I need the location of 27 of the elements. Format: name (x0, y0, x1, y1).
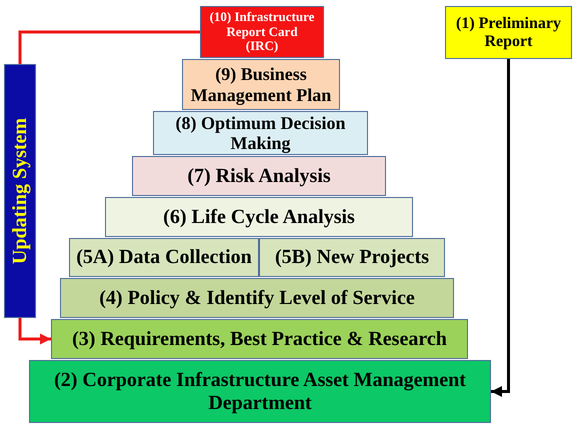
tier-label: (2) Corporate Infrastructure Asset Management Department (53, 369, 467, 414)
tier-box (105, 197, 413, 237)
tier-label: (6) Life Cycle Analysis (163, 206, 355, 228)
tier-label: (4) Policy & Identify Level of Service (99, 286, 415, 310)
tier-box (259, 238, 445, 277)
tier-label: (9) Business Management Plan (190, 64, 332, 105)
tier-label: (5A) Data Collection (76, 246, 252, 269)
tier-box (60, 278, 454, 318)
tier-label: (7) Risk Analysis (187, 164, 331, 188)
tier-box (29, 360, 491, 423)
tier-label: (10) Infrastructure Report Card (IRC) (210, 10, 314, 54)
tier-box (200, 6, 324, 58)
connector-arrow (18, 318, 51, 344)
tier-label: (5B) New Projects (274, 246, 429, 269)
tier-label: (3) Requirements, Best Practice & Research (72, 328, 447, 350)
connector-line (18, 30, 200, 64)
report-label: (1) Preliminary Report (454, 14, 562, 50)
connector-arrow (491, 59, 510, 397)
side-banner (4, 64, 36, 318)
tier-box (153, 111, 368, 155)
tier-box (69, 238, 259, 277)
tier-box (132, 156, 386, 196)
tier-label: (8) Optimum Decision Making (174, 112, 346, 154)
report-box (445, 6, 572, 59)
banner-label: Updating System (9, 118, 31, 264)
tier-box (182, 59, 340, 110)
tier-box (51, 319, 468, 359)
